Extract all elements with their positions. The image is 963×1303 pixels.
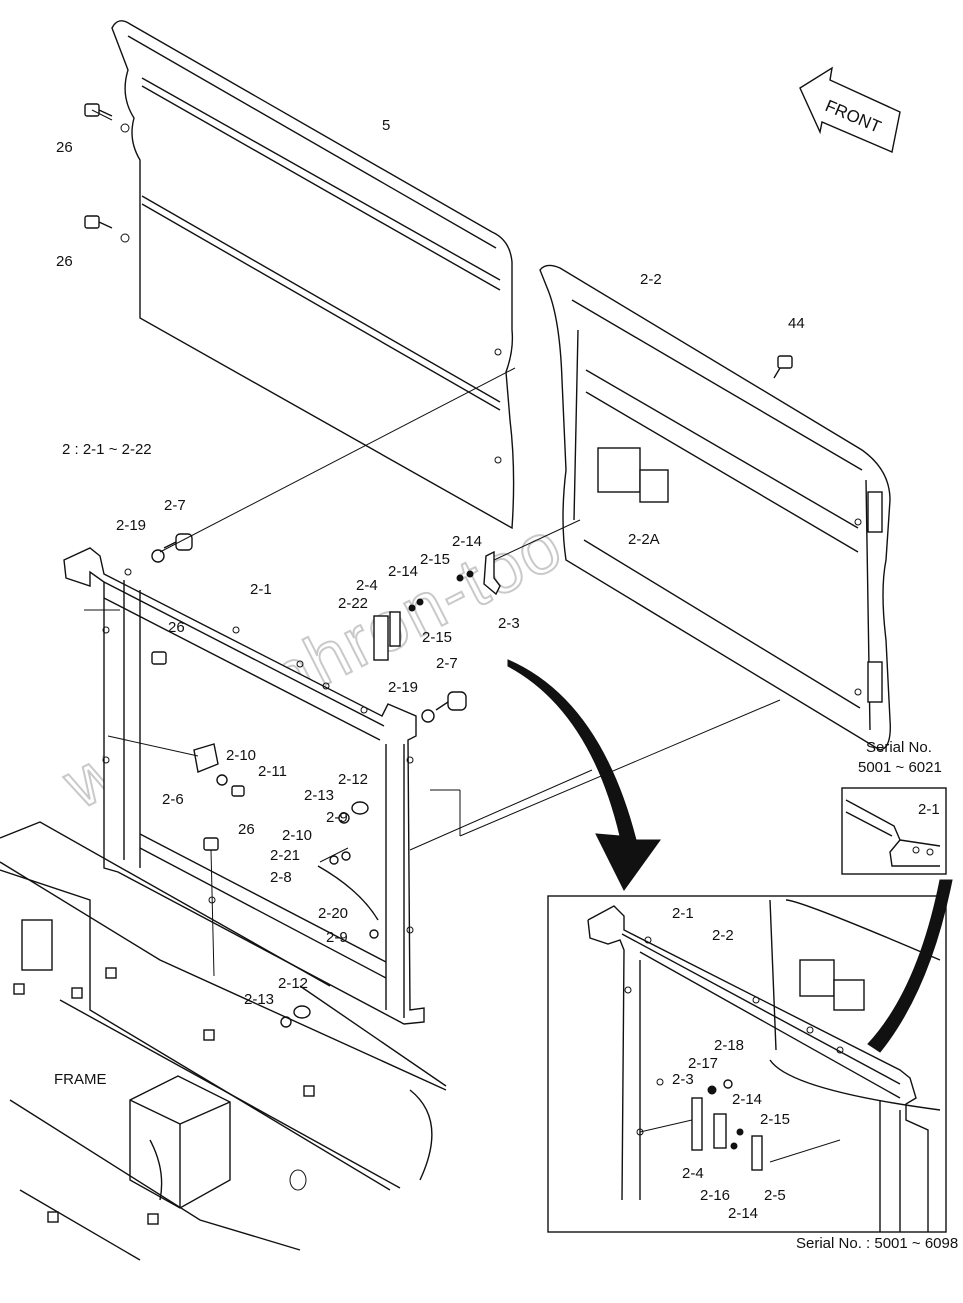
detail-label-2-16: 2-16 [700, 1187, 730, 1204]
part-label-2-8: 2-8 [270, 869, 292, 886]
detail-label-2-17: 2-17 [688, 1055, 718, 1072]
part-label-2-3: 2-3 [498, 615, 520, 632]
bracket-2-3-icon [483, 550, 501, 596]
rod-2-8-icon [317, 851, 379, 939]
part-label-2-15: 2-15 [420, 551, 450, 568]
part-label-26: 26 [238, 821, 255, 838]
detail-label-2-15: 2-15 [760, 1111, 790, 1128]
part-label-2-19: 2-19 [388, 679, 418, 696]
part-label-2-15: 2-15 [422, 629, 452, 646]
nut-2-10-icon [216, 774, 228, 786]
part-label-5: 5 [382, 117, 390, 134]
bolt-26-icon [84, 215, 113, 229]
detail-label-2-3: 2-3 [672, 1071, 694, 1088]
detail-label-2-18: 2-18 [714, 1037, 744, 1054]
detail-label-2-2: 2-2 [712, 927, 734, 944]
detail-pointer-arrow-icon [507, 659, 661, 891]
bracket-2-6-icon [193, 743, 219, 773]
detail-label-2-5: 2-5 [764, 1187, 786, 1204]
front-direction-arrow-icon: FRONT [799, 66, 901, 153]
part-label-2-9: 2-9 [326, 929, 348, 946]
bolt-26-icon [203, 837, 219, 977]
part-label-26: 26 [56, 139, 73, 156]
part-label-2-1: 2-1 [250, 581, 272, 598]
bolt-26-icon [84, 103, 113, 117]
panel-2-2-drawing [539, 264, 891, 751]
serial-inset-label-2-1: 2-1 [918, 801, 940, 818]
part-label-2-9: 2-9 [326, 809, 348, 826]
detail-label-2-4: 2-4 [682, 1165, 704, 1182]
part-label-2-20: 2-20 [318, 905, 348, 922]
part-label-2-19: 2-19 [116, 517, 146, 534]
part-label-2-6: 2-6 [162, 791, 184, 808]
part-label-26: 26 [168, 619, 185, 636]
part-label-2-2A: 2-2A [628, 531, 660, 548]
detail-inset [547, 895, 947, 1233]
bracket-2-4-icon [373, 611, 401, 661]
inset-serial-range: 5001 ~ 6021 [858, 759, 942, 776]
nut-2-19-icon [151, 549, 165, 563]
part-label-2-2: 2-2 [640, 271, 662, 288]
footer-serial: Serial No. : 5001 ~ 6098 [796, 1235, 958, 1252]
part-label-2-14: 2-14 [452, 533, 482, 550]
bolt-44-icon [773, 355, 793, 379]
part-label-2-13: 2-13 [244, 991, 274, 1008]
inset-serial-title: Serial No. [866, 739, 932, 756]
panel-5-drawing [111, 20, 515, 530]
detail-label-2-1: 2-1 [672, 905, 694, 922]
part-label-2-21: 2-21 [270, 847, 300, 864]
part-label-2-10: 2-10 [282, 827, 312, 844]
group-note: 2 : 2-1 ~ 2-22 [62, 441, 152, 458]
washer-2-12-icon [293, 801, 369, 1019]
leader-lines [84, 109, 781, 863]
frame-label: FRAME [54, 1071, 107, 1088]
part-label-2-10: 2-10 [226, 747, 256, 764]
bolt-26-icon [151, 651, 167, 665]
nut-2-19-icon [421, 709, 435, 723]
part-label-2-14: 2-14 [388, 563, 418, 580]
part-label-26: 26 [56, 253, 73, 270]
part-label-2-12: 2-12 [338, 771, 368, 788]
part-label-2-7: 2-7 [436, 655, 458, 672]
part-label-2-11: 2-11 [258, 763, 287, 780]
bolt-2-7-icon [435, 691, 467, 711]
part-label-2-12: 2-12 [278, 975, 308, 992]
part-label-2-22: 2-22 [338, 595, 368, 612]
bolt-2-11-icon [231, 785, 245, 797]
serial-inset [841, 787, 953, 1053]
detail-label-2-14: 2-14 [728, 1205, 758, 1222]
part-labels: 26 26 5 2-2 44 2-2A 2-7 2-19 2-1 26 2-4 … [56, 117, 940, 1222]
part-label-2-13: 2-13 [304, 787, 334, 804]
detail-label-2-14: 2-14 [732, 1091, 762, 1108]
truck-frame-drawing [0, 821, 447, 1261]
part-label-44: 44 [788, 315, 805, 332]
washer-2-15-icon [408, 570, 474, 612]
part-label-2-4: 2-4 [356, 577, 378, 594]
nut-2-13-icon [280, 812, 350, 1028]
part-label-2-7: 2-7 [164, 497, 186, 514]
